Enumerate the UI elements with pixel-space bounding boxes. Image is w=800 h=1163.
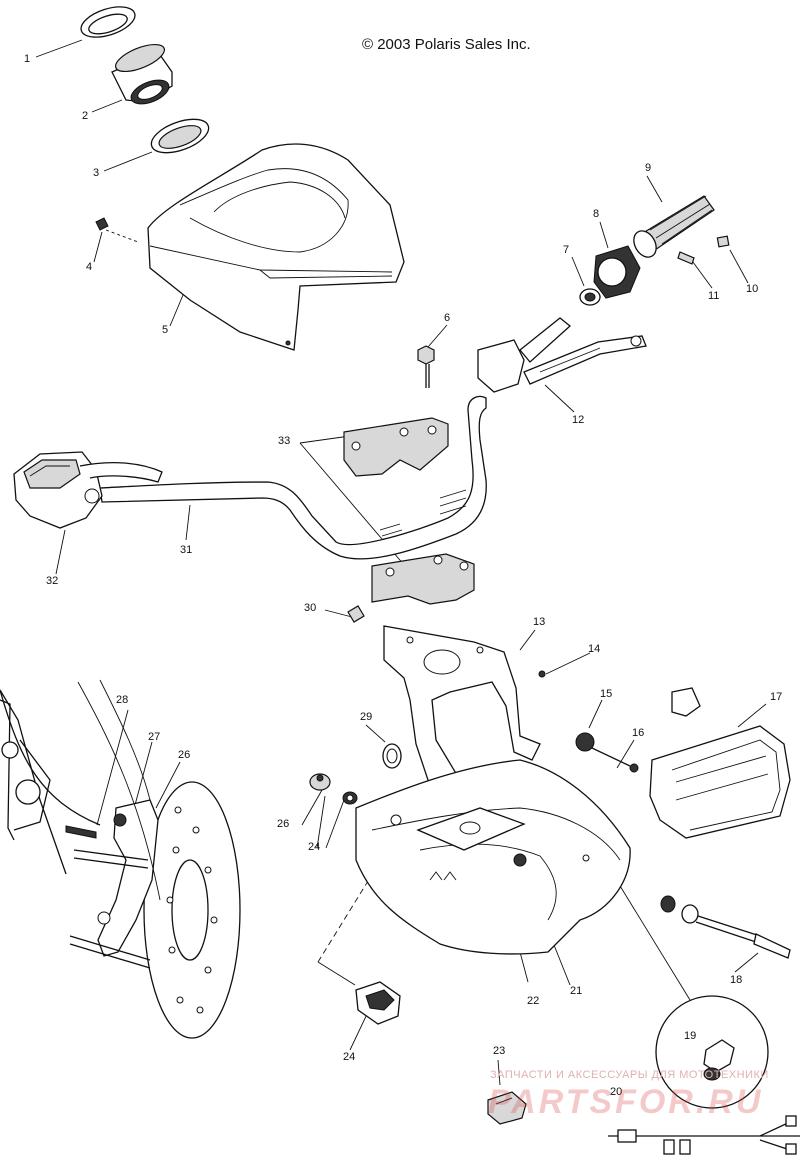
part-12-brake-lever (477, 317, 647, 393)
callout-20: 20 (610, 1086, 623, 1098)
callout-17: 17 (770, 691, 783, 703)
callout-1: 1 (24, 53, 31, 65)
part-15-adjuster-wheel (575, 732, 631, 767)
callout-26-disc: 26 (178, 749, 191, 761)
callout-24-lower: 24 (343, 1051, 356, 1063)
part-22-lower-housing (355, 759, 631, 955)
callout-30: 30 (304, 602, 317, 614)
part-14-screw (538, 670, 546, 678)
part-7-washer (579, 288, 601, 306)
callout-14: 14 (588, 643, 601, 655)
part-24-bulb-socket (355, 981, 401, 1025)
part-2-cup (111, 43, 173, 105)
part-11-screw (677, 251, 695, 265)
callout-8: 8 (593, 208, 600, 220)
part-1-ring (80, 6, 136, 38)
callout-23: 23 (493, 1045, 506, 1057)
callout-24-upper: 24 (308, 841, 321, 853)
callout-29: 29 (360, 711, 373, 723)
callout-6: 6 (444, 312, 451, 324)
part-13-bracket (383, 625, 541, 801)
callout-4: 4 (86, 261, 93, 273)
part-24-grommet (342, 791, 358, 805)
callout-18: 18 (730, 974, 743, 986)
part-26-socket (309, 773, 331, 791)
callout-32: 32 (46, 575, 59, 587)
part-32-master-cylinder (13, 451, 163, 529)
callout-13: 13 (533, 616, 546, 628)
callout-31: 31 (180, 544, 193, 556)
part-23-clip (487, 1091, 527, 1125)
part-9-grip (633, 195, 715, 258)
callout-9: 9 (645, 162, 652, 174)
callout-27: 27 (148, 731, 161, 743)
callout-16: 16 (632, 727, 645, 739)
part-33-upper-clamp (343, 417, 449, 477)
part-16-nut (629, 763, 639, 773)
callout-3: 3 (93, 167, 100, 179)
watermark-tagline: ЗАПЧАСТИ И АКСЕССУАРЫ ДЛЯ МОТОТЕХНИКИ (490, 1069, 769, 1081)
part-4-screw (95, 217, 109, 231)
callout-19: 19 (684, 1030, 697, 1042)
part-5-pod-cover (147, 143, 405, 351)
part-31-handlebar (99, 395, 487, 560)
part-33-lower-clamp (371, 553, 475, 605)
copyright-notice: © 2003 Polaris Sales Inc. (362, 36, 531, 53)
callout-12: 12 (572, 414, 585, 426)
callout-11: 11 (708, 290, 720, 302)
callout-5: 5 (162, 324, 169, 336)
frame-fork (0, 679, 161, 901)
part-brake-disc (143, 781, 241, 1039)
part-21-mount-plate (416, 807, 527, 867)
part-20-harness (608, 1115, 800, 1155)
watermark-logo: PARTSFOR.RU (488, 1083, 764, 1121)
callout-22: 22 (527, 995, 540, 1007)
callout-21: 21 (570, 985, 583, 997)
callout-26-socket: 26 (277, 818, 290, 830)
callout-7: 7 (563, 244, 570, 256)
part-29-grommet (382, 743, 402, 769)
part-6-bolt (417, 345, 435, 388)
part-18-cable (660, 895, 791, 959)
part-17-headlight (649, 687, 791, 839)
part-8-throttle-housing (593, 245, 641, 299)
part-10-end-cap (716, 235, 730, 248)
part-3-bezel (150, 118, 210, 154)
part-19-detail-circle (655, 995, 769, 1109)
callout-10: 10 (746, 283, 759, 295)
part-28-bolt (65, 825, 97, 839)
callout-15: 15 (600, 688, 613, 700)
part-30-clip (347, 605, 365, 623)
part-27-caliper (69, 799, 159, 969)
callout-28: 28 (116, 694, 129, 706)
callout-2: 2 (82, 110, 89, 122)
callout-33: 33 (278, 435, 291, 447)
